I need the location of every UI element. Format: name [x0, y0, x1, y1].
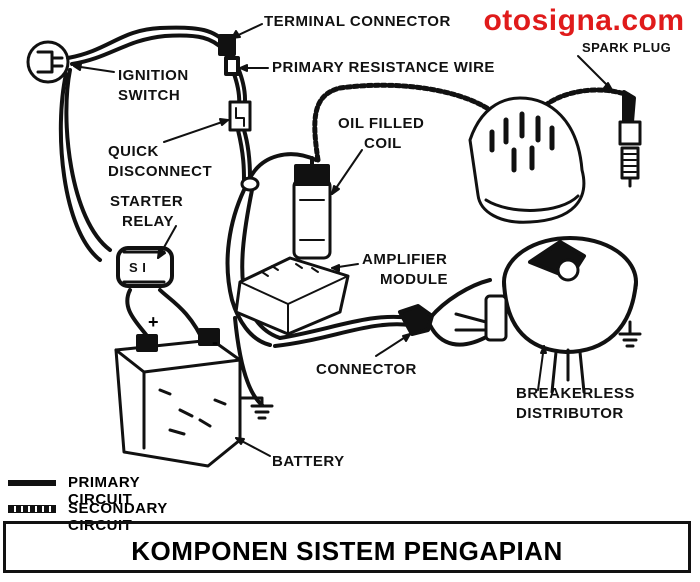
diagram-title: KOMPONEN SISTEM PENGAPIAN — [131, 536, 563, 566]
label-quick-disconnect-line1: QUICK — [108, 143, 159, 160]
connector-icon — [398, 304, 434, 336]
label-primary-resistance-wire: PRIMARY RESISTANCE WIRE — [272, 59, 495, 76]
battery-icon — [114, 328, 242, 468]
watermark: otosigna.com — [472, 4, 696, 38]
distributor-cap-icon — [468, 96, 586, 224]
label-relay-marking: S I — [129, 260, 147, 275]
amplifier-module-icon — [234, 256, 350, 336]
legend-primary-text: PRIMARY CIRCUIT — [68, 474, 140, 508]
label-amplifier-module-line2: MODULE — [380, 271, 448, 288]
terminal-connector-icon — [218, 34, 236, 56]
label-breakerless-distributor-line1: BREAKERLESS — [516, 385, 635, 402]
label-amplifier-module-line1: AMPLIFIER — [362, 251, 448, 268]
label-terminal-connector: TERMINAL CONNECTOR — [264, 13, 451, 30]
legend-secondary-swatch — [8, 505, 56, 513]
label-ignition-switch-line1: IGNITION — [118, 67, 189, 84]
label-quick-disconnect-line2: DISCONNECT — [108, 163, 213, 180]
label-oil-filled-coil-line1: OIL FILLED — [338, 115, 425, 132]
label-connector: CONNECTOR — [316, 361, 417, 378]
label-oil-filled-coil-line2: COIL — [364, 135, 402, 152]
quick-disconnect-icon — [228, 100, 252, 132]
label-starter-relay-line2: RELAY — [122, 213, 174, 230]
oil-filled-coil-icon — [292, 156, 332, 260]
ground-symbol-icon — [238, 320, 642, 420]
spark-plug-icon — [618, 90, 642, 188]
legend-primary-swatch — [8, 480, 56, 486]
label-ignition-switch-line2: SWITCH — [118, 87, 181, 104]
ignition-switch-icon — [26, 40, 70, 84]
breakerless-distributor-icon — [454, 236, 638, 394]
title-box: KOMPONEN SISTEM PENGAPIAN — [3, 521, 691, 573]
label-breakerless-distributor-line2: DISTRIBUTOR — [516, 405, 624, 422]
battery-positive-sign: + — [148, 312, 159, 332]
battery-negative-sign: - — [212, 332, 218, 352]
leader-arrows — [73, 23, 613, 457]
label-starter-relay-line1: STARTER — [110, 193, 184, 210]
label-spark-plug: SPARK PLUG — [582, 40, 672, 55]
label-battery: BATTERY — [272, 453, 345, 470]
resistance-wire-connector-icon — [224, 56, 240, 76]
